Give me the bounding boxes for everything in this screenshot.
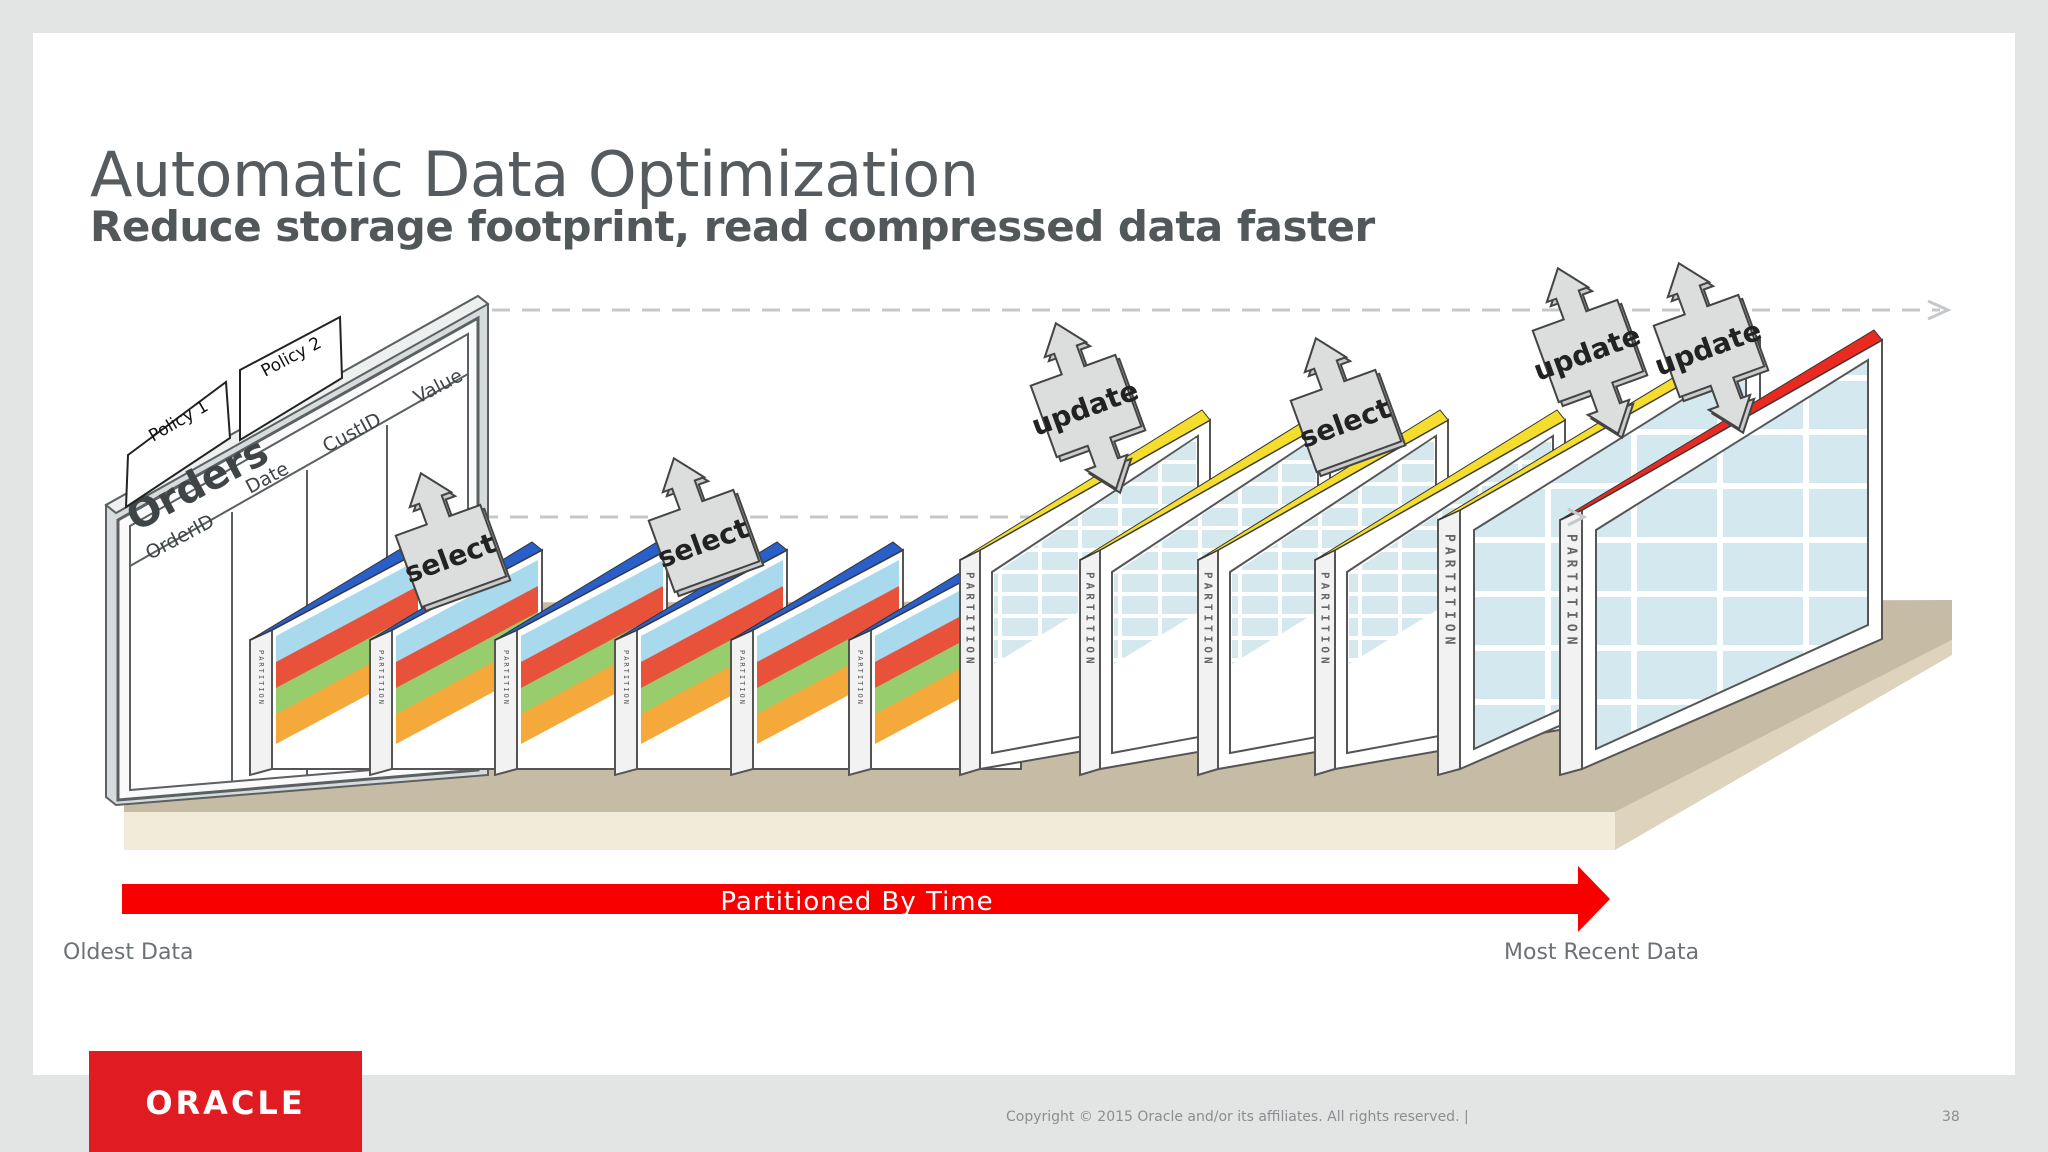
update-arrow-5: update (1529, 266, 1649, 440)
oracle-logo-text: ORACLE (145, 1084, 306, 1122)
hot-partition-label: PARTITION (1442, 534, 1457, 649)
update-arrow-6: update (1650, 261, 1770, 435)
hot-partition-label: PARTITION (1564, 534, 1579, 649)
policy-card-2 (239, 315, 344, 442)
compressed-partition-label: PARTITION (622, 650, 630, 706)
warm-partition-label: PARTITION (1084, 572, 1097, 668)
select-arrow-3: select (1289, 336, 1407, 478)
compressed-partition-label: PARTITION (738, 650, 746, 706)
most-recent-data-label: Most Recent Data (1504, 940, 1700, 965)
guide-arrowhead-middle (1567, 507, 1588, 527)
oldest-data-label: Oldest Data (63, 940, 194, 965)
timeline-arrow-label: Partitioned By Time (720, 887, 993, 917)
compressed-partition-label: PARTITION (502, 650, 510, 706)
compressed-partition-label: PARTITION (856, 650, 864, 706)
select-arrow-2: select (647, 456, 765, 598)
platform-front (124, 812, 1615, 850)
hot-partition-2: PARTITION (1559, 329, 1883, 777)
timeline-arrow (122, 866, 1610, 932)
guide-arrowhead-top (1927, 299, 1952, 321)
platform-side (1615, 640, 1952, 850)
policy-card-1 (124, 380, 232, 509)
copyright-text: Copyright © 2015 Oracle and/or its affil… (1006, 1109, 1469, 1125)
warm-partition-label: PARTITION (1202, 572, 1215, 668)
slide-title: Automatic Data Optimization (90, 138, 979, 211)
update-arrow-4: update (1027, 321, 1147, 495)
compressed-partition-label: PARTITION (377, 650, 385, 706)
warm-partition-label: PARTITION (1319, 572, 1332, 668)
page-number: 38 (1942, 1109, 1960, 1125)
select-arrow-1: select (394, 471, 512, 613)
oracle-logo: ORACLE (89, 1051, 362, 1152)
slide-subtitle: Reduce storage footprint, read compresse… (90, 202, 1375, 251)
warm-partition-label: PARTITION (964, 572, 977, 668)
compressed-partition-label: PARTITION (257, 650, 265, 706)
